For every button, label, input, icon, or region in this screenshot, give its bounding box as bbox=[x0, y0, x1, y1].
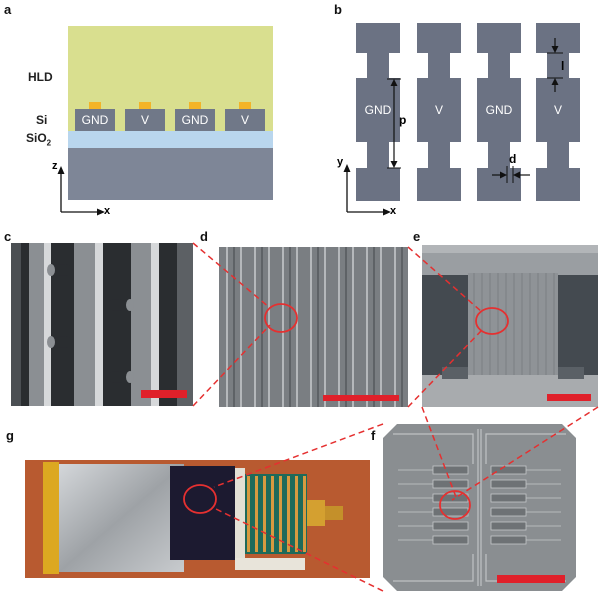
dim-d-label: d bbox=[509, 152, 517, 166]
panel-label-b: b bbox=[334, 2, 342, 17]
electrode-b-3: GND bbox=[485, 103, 513, 117]
scale-bar-e bbox=[547, 394, 591, 401]
panel-f-sem-image bbox=[383, 424, 576, 591]
contact-pad-2 bbox=[139, 102, 151, 109]
electrode-a-1: GND bbox=[81, 113, 109, 127]
electrode-b-1: GND bbox=[364, 103, 392, 117]
panel-label-e: e bbox=[413, 229, 421, 244]
si-label: Si bbox=[36, 113, 48, 127]
dim-l-label: l bbox=[561, 59, 565, 73]
electrode-a-3: GND bbox=[181, 113, 209, 127]
electrode-b-4: V bbox=[553, 103, 562, 117]
dim-p-label: p bbox=[399, 113, 407, 127]
panel-d-sem-image bbox=[219, 247, 408, 407]
sio2-layer bbox=[68, 131, 273, 148]
panel-label-g: g bbox=[6, 428, 14, 443]
panel-g-device-photo bbox=[25, 460, 370, 578]
panel-label-f: f bbox=[371, 428, 376, 443]
axis-x-label-b: x bbox=[390, 205, 397, 217]
electrode-a-4: V bbox=[240, 113, 249, 127]
contact-pad-3 bbox=[189, 102, 201, 109]
axis-y-label: y bbox=[337, 156, 344, 168]
hld-label: HLD bbox=[28, 70, 53, 84]
electrode-b-2: V bbox=[434, 103, 443, 117]
axis-x-label-a: x bbox=[104, 205, 111, 217]
contact-pad-4 bbox=[239, 102, 251, 109]
panel-label-a: a bbox=[4, 2, 12, 17]
substrate-layer bbox=[68, 148, 273, 200]
panel-label-d: d bbox=[200, 229, 208, 244]
contact-pad-1 bbox=[89, 102, 101, 109]
scale-bar-d bbox=[323, 395, 399, 401]
scale-bar-c bbox=[141, 390, 187, 398]
scale-bar-f bbox=[497, 575, 565, 583]
axis-z-label: z bbox=[52, 160, 58, 172]
panel-c-sem-image bbox=[11, 243, 193, 406]
panel-e-sem-image bbox=[422, 245, 598, 407]
sio2-label: SiO2 bbox=[26, 131, 52, 148]
panel-label-c: c bbox=[4, 229, 12, 244]
electrode-a-2: V bbox=[140, 113, 149, 127]
